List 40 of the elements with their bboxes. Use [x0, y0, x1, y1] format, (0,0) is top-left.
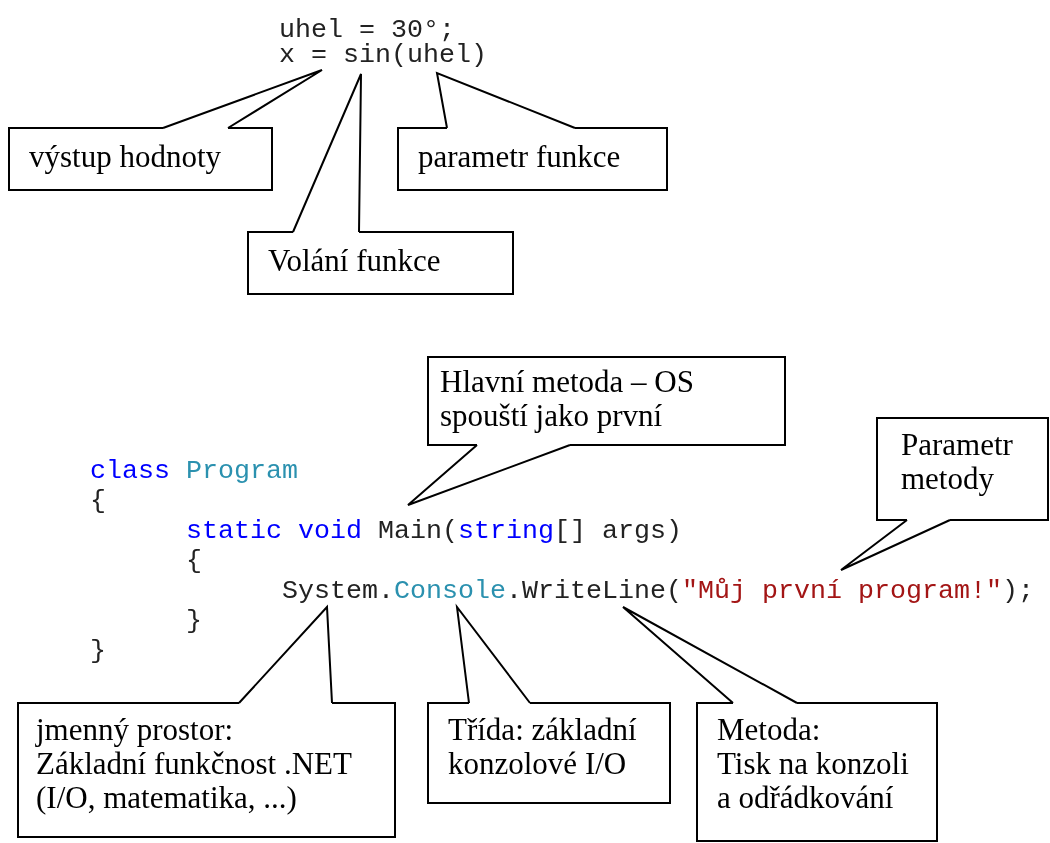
callout-box — [428, 703, 670, 803]
callout-text: Základní funkčnost .NET (I/O, matematika, ...) — [36, 747, 353, 815]
callout-box — [398, 128, 667, 190]
code-text: "Můj první program!" — [682, 576, 1002, 606]
code-text: } — [90, 636, 106, 666]
code-text: } — [186, 606, 202, 636]
code-text: System. — [282, 576, 394, 606]
leader-line — [435, 71, 576, 129]
leader-line — [162, 69, 323, 129]
callout-text: Hlavní metoda – OS spouští jako první — [440, 365, 695, 433]
code-text: static void — [186, 516, 362, 546]
code-text: Main( — [378, 516, 458, 546]
callout-text: Volání funkce — [268, 244, 442, 278]
leader-line — [238, 604, 333, 704]
callout-box — [697, 703, 937, 841]
leader-line — [622, 606, 798, 704]
leader-line — [292, 73, 362, 233]
code-text: Console — [394, 576, 506, 606]
code-text: { — [90, 486, 106, 516]
callout-box — [248, 232, 513, 294]
leader-line — [407, 444, 571, 506]
code-text: { — [186, 546, 202, 576]
callout-box — [18, 703, 395, 837]
code-text: .WriteLine( — [506, 576, 682, 606]
code-text: [] args) — [554, 516, 682, 546]
leader-line — [455, 603, 531, 704]
callout-text: jmenný prostor: — [36, 713, 235, 747]
callout-box — [877, 418, 1048, 520]
callout-text: Třída: základní konzolové I/O — [448, 713, 638, 781]
code-text: string — [458, 516, 554, 546]
code-text: ); — [1002, 576, 1034, 606]
callout-text: Tisk na konzoli a odřádkování — [717, 747, 910, 815]
callout-box — [428, 357, 785, 445]
callout-text: Parametr metody — [901, 428, 1014, 496]
callout-box — [9, 128, 272, 190]
callout-text: Metoda: — [717, 713, 822, 747]
callout-text: parametr funkce — [418, 140, 622, 174]
callout-text: výstup hodnoty — [29, 140, 223, 174]
code-text: class — [90, 456, 170, 486]
code-text: Program — [186, 456, 298, 486]
